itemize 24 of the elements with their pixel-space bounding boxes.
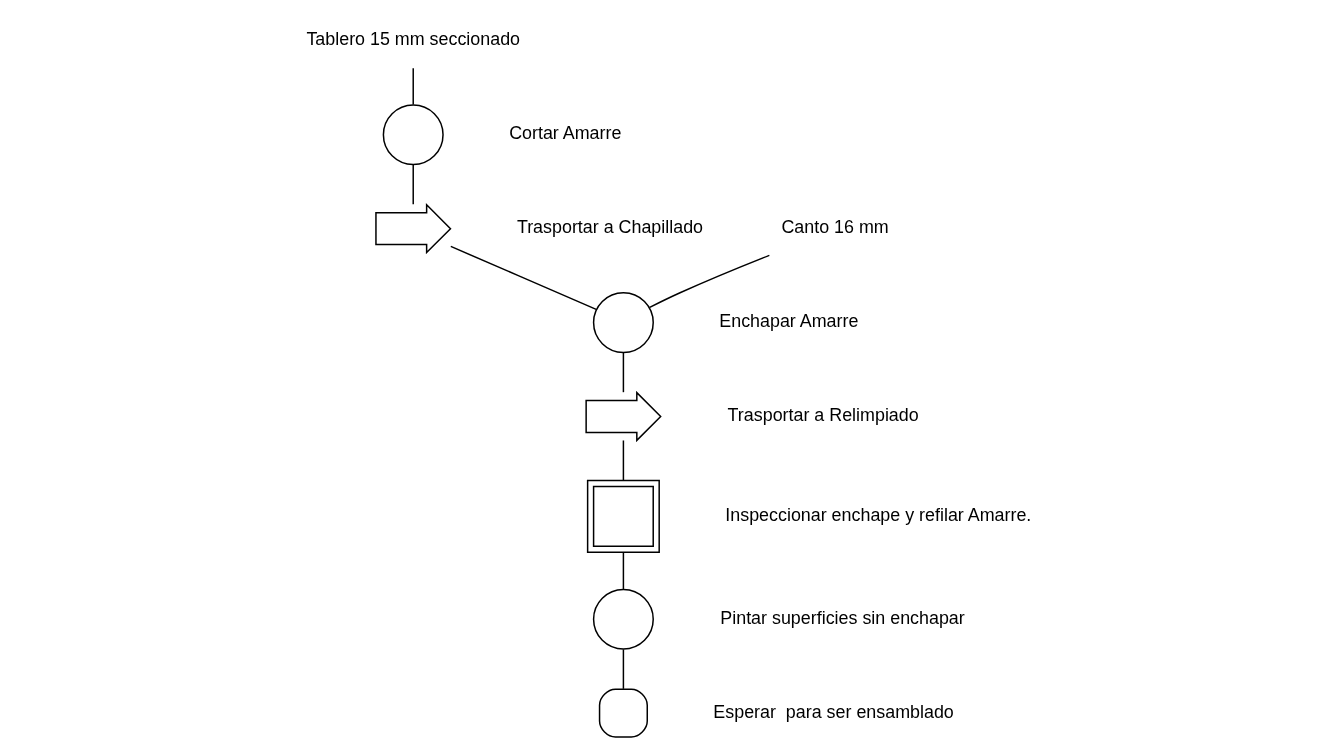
node-label: Esperar para ser ensamblado [713,701,954,722]
connector [450,245,597,311]
connector [622,439,625,482]
node-circle [592,588,654,650]
node-label: Cortar Amarre [509,123,622,144]
node-circle [592,292,654,354]
connector [622,551,625,590]
node-circle [382,104,444,166]
connector [412,67,414,106]
node-label: Inspeccionar enchape y refilar Amarre. [725,505,1032,525]
connector [648,254,771,309]
node-arrow [375,203,452,255]
node-label: Trasportar a Relimpiado [727,405,919,426]
node-label: Enchapar Amarre [719,311,859,332]
node-text: Tablero 15 mm seccionado [306,29,521,50]
connector [412,164,414,206]
node-arrow [585,390,662,443]
node-text: Canto 16 mm [781,217,889,238]
node-label: Pintar superficies sin enchapar [720,607,965,628]
node-box [586,479,660,553]
connector [622,648,625,690]
node-label: Trasportar a Chapillado [516,217,704,238]
connector [622,352,625,393]
node-delay [598,688,648,738]
